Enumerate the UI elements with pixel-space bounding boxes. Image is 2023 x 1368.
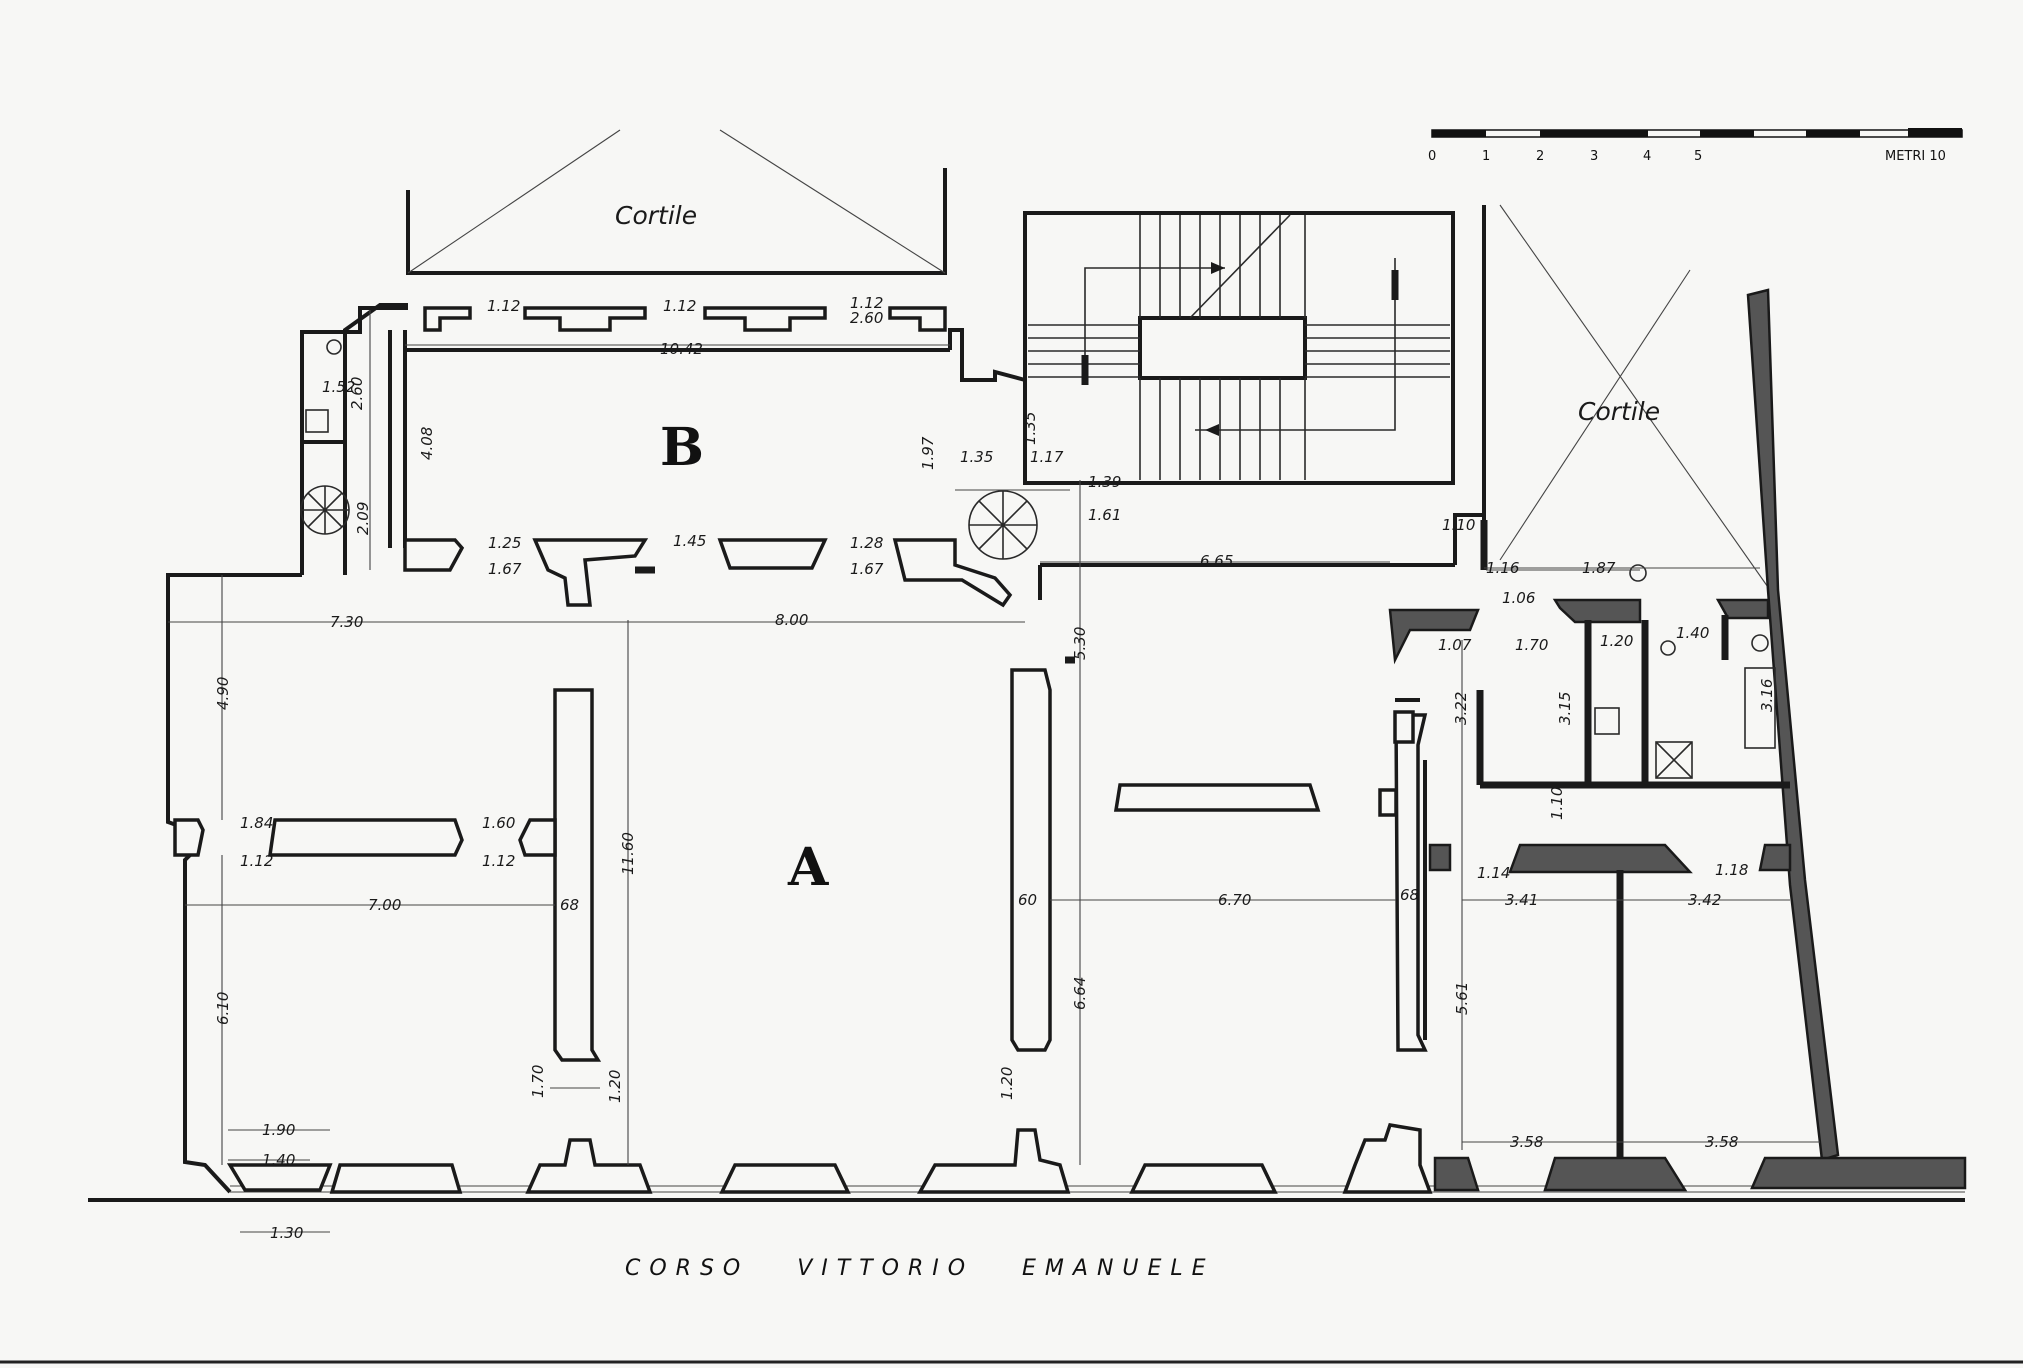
dim-rl-2: 3.42 [1688, 891, 1721, 909]
scale-bar: 0 1 2 3 4 5 METRI 10 [1428, 128, 1963, 164]
room-a-label: A [787, 837, 829, 898]
dim-pier-2: 1.12 [240, 852, 273, 870]
dimension-labels: 1.12 1.12 1.12 2.60 10.42 1.52 2.60 4.08… [214, 294, 1776, 1242]
dim-pierw-1: 68 [560, 896, 579, 914]
dim-b-left-1: 1.52 [322, 378, 355, 396]
dim-a-center: 11.60 [619, 832, 637, 875]
dim-stair-1: 1.97 [919, 436, 937, 470]
dim-rw-7: 1.20 [1600, 632, 1633, 650]
courtyard-right: Cortile [1482, 204, 1771, 591]
dim-rw-8: 1.40 [1676, 624, 1709, 642]
dim-row1-2: 8.00 [775, 611, 808, 629]
courtyard-right-label: Cortile [1578, 397, 1660, 426]
dim-rw-6: 1.70 [1515, 636, 1548, 654]
staircase [1023, 211, 1455, 485]
dim-b-pier-2: 1.67 [488, 560, 522, 578]
dim-pierw-2: 60 [1018, 891, 1037, 909]
dim-b-left-2: 2.60 [348, 377, 366, 410]
dim-bottom-mid-1: 1.70 [529, 1065, 547, 1098]
dim-rw-5: 1.07 [1438, 636, 1472, 654]
scale-tick-1: 1 [1482, 149, 1490, 164]
courtyard-left-label: Cortile [615, 201, 697, 230]
dim-row1-1: 7.30 [330, 613, 363, 631]
dim-pier-3: 1.60 [482, 814, 515, 832]
street-label: CORSO VITTORIO EMANUELE [625, 1256, 1215, 1281]
room-b: B [300, 303, 1038, 575]
dim-bottom-left-2: 1.40 [262, 1151, 295, 1169]
dim-rw-13: 1.14 [1477, 864, 1510, 882]
dim-b-width: 10.42 [660, 340, 703, 358]
dim-rl-5: 3.58 [1705, 1133, 1738, 1151]
dim-a-left-2: 6.10 [214, 992, 232, 1025]
dim-bottom-left-1: 1.90 [262, 1121, 295, 1139]
dim-rw-14: 1.18 [1715, 861, 1748, 879]
stair-arrow-icon [1211, 262, 1225, 274]
dim-bottom-mid-2: 1.20 [606, 1070, 624, 1103]
dim-rl-4: 3.58 [1510, 1133, 1543, 1151]
dim-stair-6: 1.61 [1088, 506, 1121, 524]
room-b-label: B [660, 417, 704, 478]
dim-rl-3: 5.61 [1453, 982, 1471, 1015]
dim-b-pier-1: 1.25 [488, 534, 521, 552]
dim-rw-3: 1.87 [1582, 559, 1616, 577]
dim-rw-12: 1.10 [1548, 787, 1566, 820]
right-wing [1388, 564, 1792, 1158]
dim-rw-4: 1.06 [1502, 589, 1535, 607]
dim-a-left-1: 4.90 [214, 677, 232, 710]
dim-b-pier-4: 1.28 [850, 534, 883, 552]
dim-pier-4: 1.12 [482, 852, 515, 870]
courtyard-left: Cortile [406, 129, 947, 275]
dim-rw-1: 1.10 [1442, 516, 1475, 534]
dim-rw-10: 3.22 [1452, 692, 1470, 725]
dim-b-left-4: 2.09 [354, 502, 372, 535]
dim-row2-1: 7.00 [368, 896, 401, 914]
dim-row2-2: 6.70 [1218, 891, 1251, 909]
scale-unit-label: METRI 10 [1885, 149, 1946, 164]
dim-top-3: 1.12 [850, 294, 883, 312]
dimension-lines [168, 310, 1820, 1233]
dim-bottom-mid-3: 1.20 [998, 1067, 1016, 1100]
dim-rl-1: 3.41 [1505, 891, 1538, 909]
dim-stair-5: 1.39 [1088, 473, 1121, 491]
dim-rw-9: 3.15 [1556, 692, 1574, 725]
dim-b-left-3: 4.08 [418, 427, 436, 460]
dim-stair-4: 1.17 [1030, 448, 1064, 466]
dim-rw-11: 3.16 [1758, 679, 1776, 712]
dim-a-right-2: 6.64 [1071, 977, 1089, 1010]
dim-bottom-left-3: 1.30 [270, 1224, 303, 1242]
dim-rw-2: 1.16 [1486, 559, 1519, 577]
dim-stair-3: 1.35 [1021, 412, 1039, 445]
dim-stair-2: 1.35 [960, 448, 993, 466]
dim-b-pier-3: 1.45 [673, 532, 706, 550]
scale-tick-3: 3 [1590, 149, 1598, 164]
b-a-wall-piers [403, 538, 1042, 608]
scale-tick-2: 2 [1536, 149, 1544, 164]
scale-tick-0: 0 [1428, 149, 1436, 164]
dim-top-1: 1.12 [487, 297, 520, 315]
scale-tick-4: 4 [1643, 149, 1651, 164]
dim-pier-1: 1.84 [240, 814, 273, 832]
room-a [88, 288, 1967, 1202]
dim-row1-3: 6.65 [1200, 552, 1233, 570]
dim-top-4: 2.60 [850, 309, 883, 327]
scale-tick-5: 5 [1694, 149, 1702, 164]
stair-arrow-icon [1205, 424, 1219, 436]
dim-b-pier-5: 1.67 [850, 560, 884, 578]
dim-pierw-3: 68 [1400, 886, 1419, 904]
dim-a-right-1: 5.30 [1071, 627, 1089, 660]
dim-top-2: 1.12 [663, 297, 696, 315]
